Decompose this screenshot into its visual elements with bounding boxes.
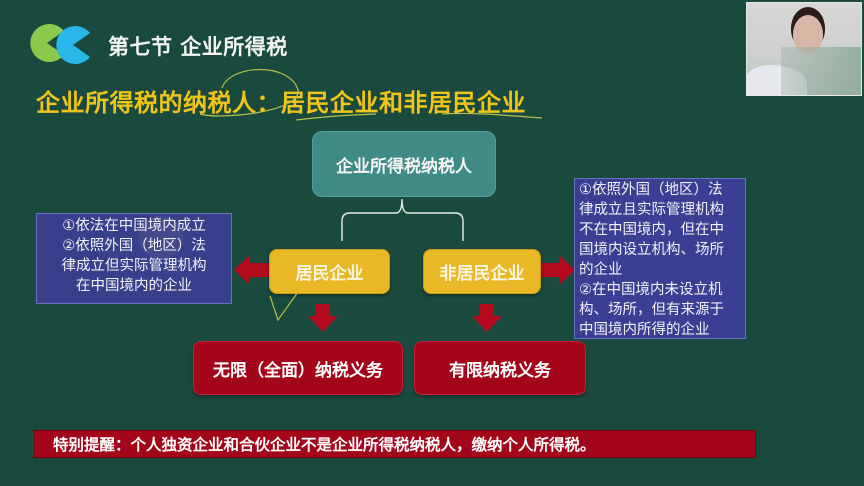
arrow-down-icon bbox=[308, 304, 338, 332]
definition-line: 国境内设立机构、场所 bbox=[579, 242, 724, 258]
definition-line: 律成立且实际管理机构 bbox=[579, 202, 724, 218]
definition-line: ②在中国境内未设立机 bbox=[579, 282, 723, 298]
definition-line: 在中国境内的企业 bbox=[76, 278, 192, 294]
special-reminder-banner: 特别提醒：个人独资企业和合伙企业不是企业所得税纳税人，缴纳个人所得税。 bbox=[34, 430, 756, 458]
unlimited-obligation-node: 无限（全面）纳税义务 bbox=[193, 341, 403, 395]
main-title: 企业所得税的纳税人：居民企业和非居民企业 bbox=[36, 89, 526, 117]
nonresident-enterprise-node: 非居民企业 bbox=[423, 249, 541, 294]
root-node-taxpayer: 企业所得税纳税人 bbox=[312, 131, 496, 197]
resident-enterprise-node: 居民企业 bbox=[269, 249, 390, 294]
arrow-right-icon bbox=[539, 255, 575, 285]
resident-definition-box: ①依法在中国境内成立 ②依照外国（地区）法 律成立但实际管理机构 在中国境内的企… bbox=[36, 213, 232, 304]
definition-line: ①依照外国（地区）法 bbox=[579, 182, 723, 198]
definition-line: 中国境内所得的企业 bbox=[579, 322, 710, 338]
definition-line: ①依法在中国境内成立 bbox=[62, 218, 206, 234]
limited-obligation-node: 有限纳税义务 bbox=[414, 341, 586, 395]
section-title: 第七节 企业所得税 bbox=[108, 35, 288, 59]
definition-line: ②依照外国（地区）法 bbox=[62, 238, 206, 254]
definition-line: 构、场所，但有来源于 bbox=[579, 302, 724, 318]
definition-line: 律成立但实际管理机构 bbox=[61, 258, 207, 274]
nonresident-definition-box: ①依照外国（地区）法 律成立且实际管理机构 不在中国境内，但在中 国境内设立机构… bbox=[574, 178, 746, 339]
webcam-overlay bbox=[746, 2, 862, 96]
definition-line: 的企业 bbox=[579, 262, 623, 278]
arrow-down-icon bbox=[472, 304, 502, 332]
checkmark-annotation bbox=[269, 291, 299, 322]
arrow-left-icon bbox=[234, 255, 270, 285]
cc-logo-icon bbox=[28, 22, 100, 64]
brace-connector bbox=[340, 197, 465, 243]
annotation-strokes bbox=[199, 69, 543, 121]
definition-line: 不在中国境内，但在中 bbox=[579, 222, 724, 238]
